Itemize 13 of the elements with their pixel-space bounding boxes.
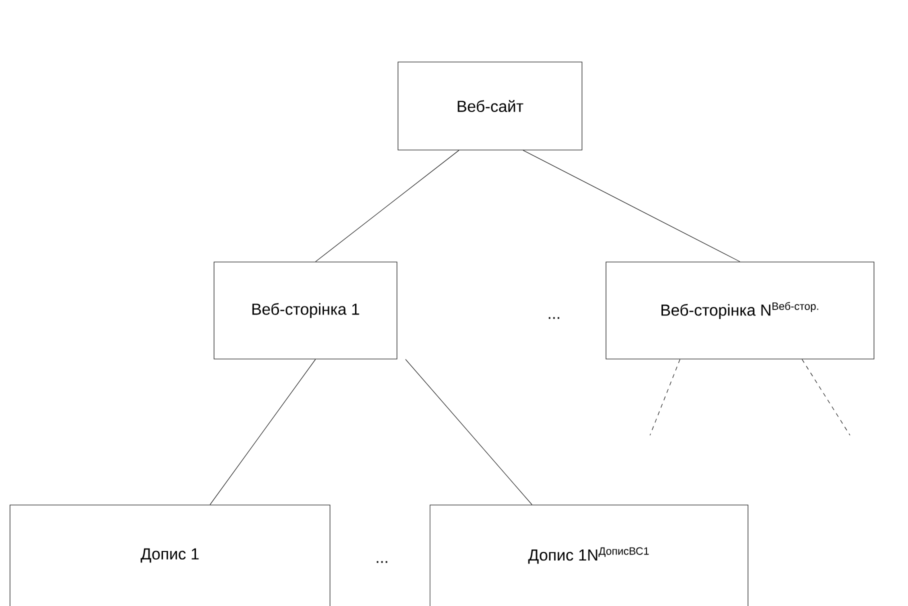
connector-line [802, 359, 850, 436]
ellipsis: ... [376, 561, 388, 563]
connector-line [650, 359, 680, 436]
connector-line [315, 150, 460, 262]
connector-line [405, 359, 532, 505]
connector-line [210, 359, 316, 505]
ellipsis: ... [548, 317, 560, 319]
connector-line [522, 150, 740, 262]
box: Веб-сайт [398, 62, 582, 150]
box: Веб-сторінка 1 [214, 262, 398, 360]
box: Допис 1 [10, 504, 330, 606]
box: Допис 1N$^{ДописВС1}$ [430, 504, 748, 606]
box: Веб-сторінка N$^{Веб-стор.}$ [606, 262, 874, 360]
